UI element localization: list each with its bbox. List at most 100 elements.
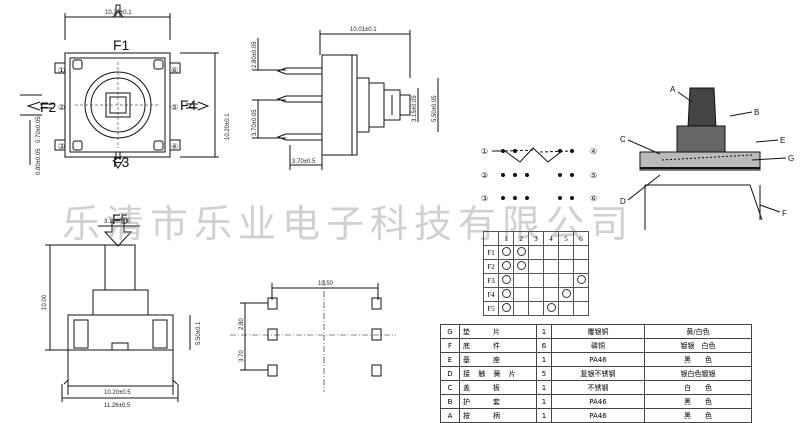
bom-cell-mat: PA46 xyxy=(551,394,645,409)
matrix-row: F2 xyxy=(483,259,589,274)
matrix-row: F5 xyxy=(483,301,589,316)
circuit-text: ① ② ③ ④ ⑤ ⑥ xyxy=(481,147,597,203)
bom-cell-name: 护 套 xyxy=(459,394,537,409)
section-label-d: D xyxy=(620,197,626,206)
bom-cell-code: C xyxy=(440,380,460,395)
matrix-header-cell: 2 xyxy=(513,231,529,246)
pcb-text: 10.50 2.80 3.70 xyxy=(239,281,334,362)
label-f5: F5 xyxy=(112,211,129,227)
bom-cell-finish: 白 色 xyxy=(644,380,752,395)
matrix-cell xyxy=(498,287,514,302)
matrix-cell xyxy=(498,245,514,260)
circuit-dots xyxy=(501,149,574,200)
bom-cell-code: B xyxy=(440,394,460,409)
section-label-f: F xyxy=(782,209,787,218)
matrix-cell xyxy=(513,259,529,274)
top-view xyxy=(20,4,219,169)
circuit-n3: ③ xyxy=(481,194,488,203)
top-width-dim: 10.20±0.1 xyxy=(105,10,132,16)
section-label-b: B xyxy=(754,108,759,117)
matrix-row-label: F3 xyxy=(483,273,499,288)
pin-5-label: ⑤ xyxy=(171,103,178,112)
circuit-n6: ⑥ xyxy=(590,194,597,203)
pcb-dim-2: 2.80 xyxy=(239,318,245,330)
bom-cell-name: 底 件 xyxy=(459,338,537,353)
matrix-header-cell: 5 xyxy=(558,231,574,246)
matrix-cell xyxy=(513,301,529,316)
side-dim-5: 5.50±0.05 xyxy=(432,95,438,122)
bom-cell-mat: PA46 xyxy=(551,352,645,367)
bom-cell-name: 按 柄 xyxy=(459,408,537,423)
pin-3-label: ③ xyxy=(58,142,65,151)
cross-section-text: A B C D E G F xyxy=(620,85,794,218)
matrix-row: F4 xyxy=(483,287,589,302)
side-dim-3: 3.70±0.5 xyxy=(292,159,316,165)
section-label-c: C xyxy=(620,135,626,144)
contact-circle-icon xyxy=(546,303,556,312)
left-dim-2: 0.80±0.05 xyxy=(36,148,42,175)
side-dim-4: 3.15±0.05 xyxy=(412,95,418,122)
bom-cell-code: G xyxy=(440,324,460,339)
side-top-dim: 10.01±0.1 xyxy=(350,27,377,33)
bom-cell-mat: 覆银铜 xyxy=(551,324,645,339)
matrix-cell xyxy=(558,287,574,302)
bom-cell-finish: 镀银 白色 xyxy=(644,338,752,353)
bom-cell-finish: 银白色镀银 xyxy=(644,366,752,381)
matrix-cell xyxy=(543,245,559,260)
front-view xyxy=(45,219,191,402)
matrix-cell xyxy=(558,301,574,316)
contact-circle-icon xyxy=(501,275,511,284)
front-view-text: F5 3.15±0.05 10.00 5.50±0.1 10.20±0.5 11… xyxy=(42,211,202,409)
circuit-n1: ① xyxy=(481,147,488,156)
bom-cell-qty: 1 xyxy=(536,324,552,339)
bom-cell-finish: 黑 色 xyxy=(644,408,752,423)
section-label-a: A xyxy=(670,85,676,94)
section-label-g: G xyxy=(788,154,794,163)
matrix-cell xyxy=(498,259,514,274)
contact-circle-icon xyxy=(501,303,511,312)
matrix-cell xyxy=(573,287,589,302)
contact-circle-icon xyxy=(501,261,511,270)
bom-cell-finish: 黄/白色 xyxy=(644,324,752,339)
contact-circle-icon xyxy=(516,247,526,256)
bom-cell-finish: 黑 色 xyxy=(644,352,752,367)
pcb-dim-3: 3.70 xyxy=(239,350,245,362)
matrix-cell xyxy=(543,287,559,302)
matrix-cell xyxy=(513,287,529,302)
matrix-cell xyxy=(513,245,529,260)
matrix-row-label: F4 xyxy=(483,287,499,302)
side-dim-1: 2.80±0.05 xyxy=(252,41,258,68)
contact-circle-icon xyxy=(501,289,511,298)
side-dim-2: 3.70±0.05 xyxy=(252,109,258,136)
matrix-header-cell xyxy=(483,231,499,246)
bom-cell-name: 盖 板 xyxy=(459,380,537,395)
label-f4: F4 xyxy=(180,97,197,113)
pin-6-label: ⑥ xyxy=(171,66,178,75)
front-dim-2: 10.00 xyxy=(42,294,48,310)
matrix-cell xyxy=(528,301,544,316)
pcb-dim-1: 10.50 xyxy=(318,281,334,287)
switch-circuit xyxy=(492,147,571,163)
matrix-cell xyxy=(528,287,544,302)
matrix-cell xyxy=(558,259,574,274)
front-dim-3: 5.50±0.1 xyxy=(196,321,202,345)
matrix-row-label: F1 xyxy=(483,245,499,260)
bom-cell-name: 基 座 xyxy=(459,352,537,367)
front-dim-4: 10.20±0.5 xyxy=(104,390,131,396)
matrix-row-label: F2 xyxy=(483,259,499,274)
bom-cell-qty: 6 xyxy=(536,338,552,353)
bom-cell-qty: 1 xyxy=(536,352,552,367)
bom-cell-qty: 5 xyxy=(536,366,552,381)
matrix-cell xyxy=(573,301,589,316)
matrix-cell xyxy=(543,259,559,274)
bom-cell-code: D xyxy=(440,366,460,381)
bom-cell-mat: 磷铜 xyxy=(551,338,645,353)
matrix-cell xyxy=(558,245,574,260)
